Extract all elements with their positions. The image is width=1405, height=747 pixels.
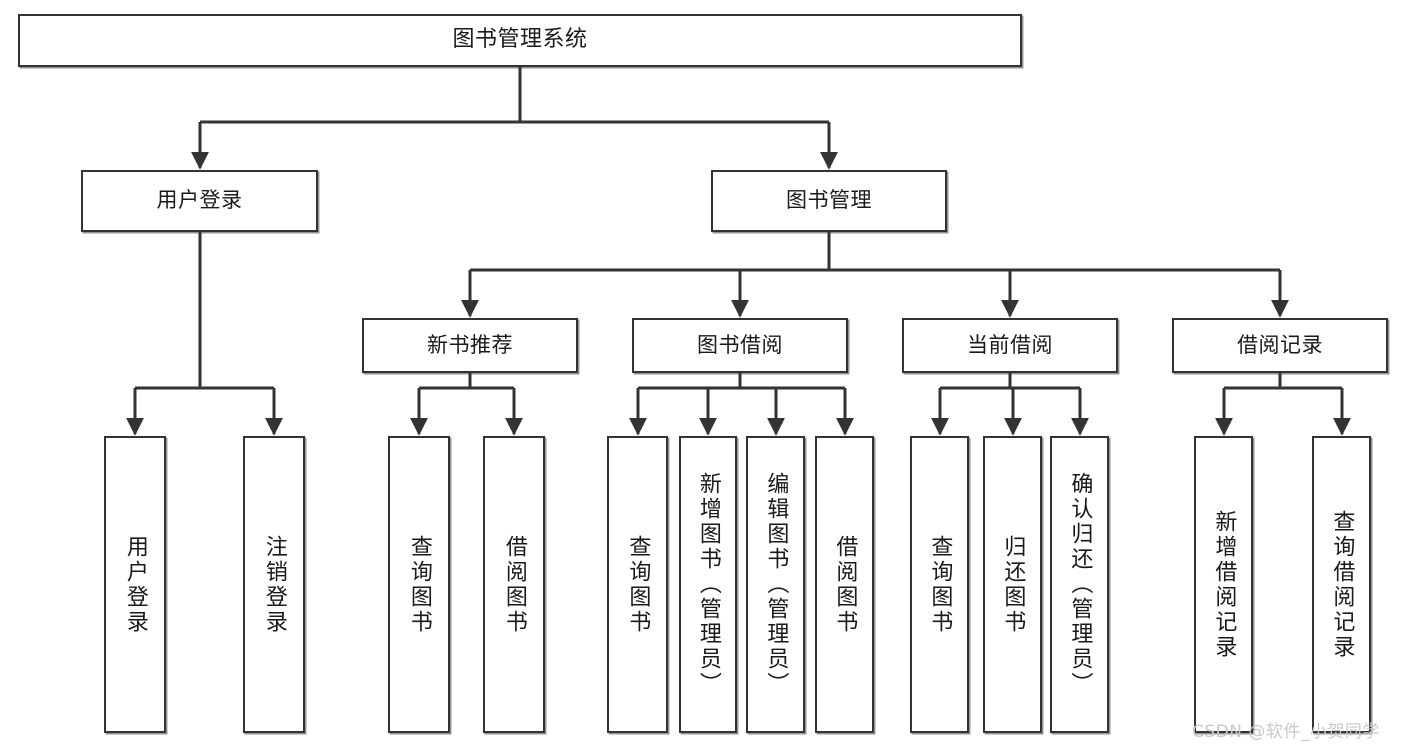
node-leaf-2[interactable]: 注销登录	[243, 436, 305, 733]
node-label: 借阅图书	[501, 534, 527, 635]
node-login[interactable]: 用户登录	[81, 170, 318, 232]
node-leaf-9[interactable]: 查询图书	[910, 436, 969, 733]
node-leaf-11[interactable]: 确认归还（管理员）	[1050, 436, 1109, 733]
node-label: 查询图书	[927, 534, 953, 635]
node-leaf-1[interactable]: 用户登录	[104, 436, 166, 733]
node-label: 查询图书	[625, 534, 651, 635]
node-borrow[interactable]: 图书借阅	[632, 318, 848, 373]
node-label: 新增借阅记录	[1211, 509, 1237, 660]
node-leaf-6[interactable]: 新增图书（管理员）	[679, 436, 737, 733]
node-label: 借阅图书	[832, 534, 858, 635]
node-leaf-12[interactable]: 新增借阅记录	[1194, 436, 1253, 733]
node-label: 确认归还（管理员）	[1067, 472, 1093, 697]
node-leaf-4[interactable]: 借阅图书	[483, 436, 545, 733]
node-label: 注销登录	[261, 534, 287, 635]
node-label: 新书推荐	[427, 332, 513, 357]
node-label: 借阅记录	[1237, 332, 1323, 357]
node-label: 用户登录	[122, 534, 148, 635]
node-label: 当前借阅	[967, 332, 1053, 357]
node-label: 图书借阅	[697, 332, 783, 357]
node-current[interactable]: 当前借阅	[902, 318, 1118, 373]
node-label: 查询借阅记录	[1329, 509, 1355, 660]
node-bookmgmt[interactable]: 图书管理	[711, 170, 947, 232]
node-root[interactable]: 图书管理系统	[18, 14, 1022, 67]
node-leaf-3[interactable]: 查询图书	[388, 436, 450, 733]
node-leaf-5[interactable]: 查询图书	[607, 436, 668, 733]
node-newbook[interactable]: 新书推荐	[362, 318, 578, 373]
node-label: 归还图书	[1000, 534, 1026, 635]
node-label: 查询图书	[406, 534, 432, 635]
node-leaf-7[interactable]: 编辑图书（管理员）	[746, 436, 805, 733]
node-leaf-13[interactable]: 查询借阅记录	[1312, 436, 1371, 733]
node-label: 图书管理	[786, 188, 872, 213]
csdn-watermark: CSDN @软件_小贺同学	[1192, 722, 1380, 742]
node-label: 图书管理系统	[452, 27, 588, 53]
node-records[interactable]: 借阅记录	[1172, 318, 1388, 373]
node-label: 用户登录	[156, 188, 243, 213]
node-label: 编辑图书（管理员）	[763, 472, 789, 697]
node-label: 新增图书（管理员）	[695, 472, 721, 697]
node-leaf-10[interactable]: 归还图书	[983, 436, 1042, 733]
node-leaf-8[interactable]: 借阅图书	[815, 436, 874, 733]
